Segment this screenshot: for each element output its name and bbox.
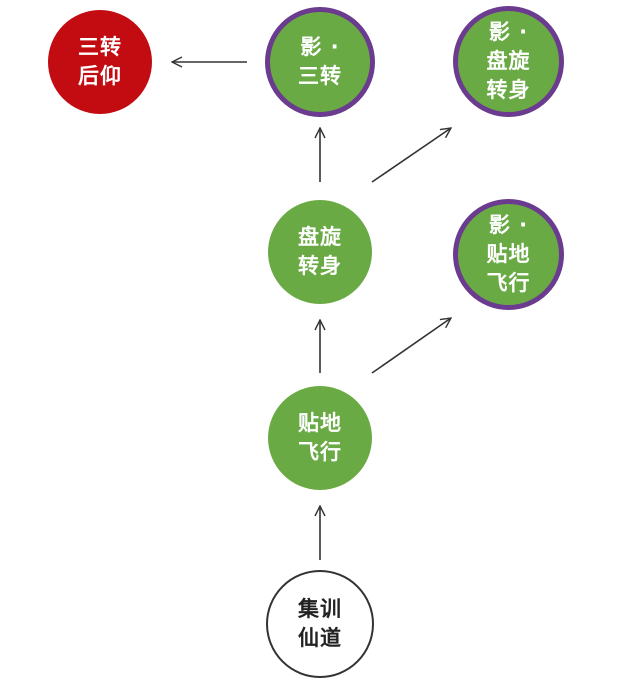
node-label-line: 影 · — [488, 213, 529, 237]
node-panxuan-zhuanshen: 盘旋 转身 — [268, 200, 372, 304]
node-sanzhuan-houyang: 三转 后仰 — [48, 10, 152, 114]
node-jixun-xiandao: 集训 仙道 — [266, 570, 374, 678]
node-ying-panxuan-zhuanshen: 影 · 盘旋 转身 — [453, 6, 564, 117]
node-label-line: 盘旋 — [298, 225, 342, 249]
node-label-line: 影 · — [300, 35, 340, 59]
node-label-line: 后仰 — [78, 64, 122, 88]
node-label-line: 集训 — [298, 597, 342, 621]
node-label-line: 飞行 — [298, 440, 342, 464]
node-label-line: 仙道 — [298, 626, 342, 650]
node-label-line: 贴地 — [298, 411, 342, 435]
node-ying-tiedi-feixing: 影 · 贴地 飞行 — [453, 199, 564, 310]
node-label-line: 盘旋 — [486, 49, 531, 73]
arrow-panxuan-to-ying-panxuan — [371, 128, 451, 183]
node-label-line: 三转 — [298, 64, 342, 88]
node-label-line: 转身 — [486, 78, 531, 102]
node-label-line: 转身 — [298, 254, 342, 278]
node-label-line: 三转 — [78, 35, 122, 59]
node-label-line: 飞行 — [486, 271, 531, 295]
node-label-line: 影 · — [488, 20, 529, 44]
node-ying-sanzhuan: 影 · 三转 — [265, 7, 375, 117]
node-tiedi-feixing: 贴地 飞行 — [268, 386, 372, 490]
arrow-tiedi-to-ying-tiedi — [371, 318, 451, 374]
node-label-line: 贴地 — [486, 242, 531, 266]
